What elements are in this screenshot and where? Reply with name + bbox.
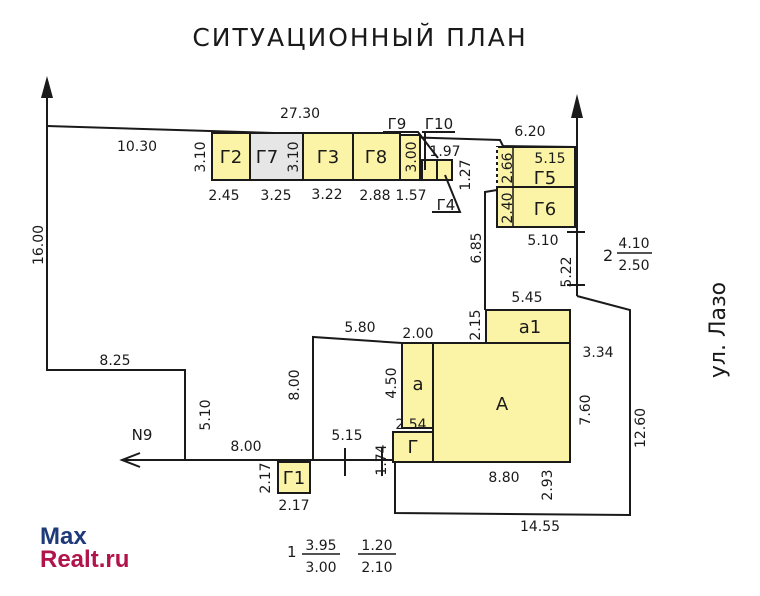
- dim: 27.30: [280, 106, 320, 122]
- dim: 2.88: [359, 188, 390, 204]
- dim: 1.74: [374, 444, 390, 475]
- arrow-up-right-icon: [571, 94, 583, 118]
- label-g8: Г8: [365, 147, 387, 168]
- dim: 2.54: [395, 417, 426, 433]
- dim: 5.10: [198, 399, 214, 430]
- north-label: N9: [132, 426, 153, 444]
- plan-title: СИТУАЦИОННЫЙ ПЛАН: [192, 23, 527, 52]
- building-g1: [277, 461, 311, 494]
- label: 4.10: [618, 236, 649, 252]
- label: 2.10: [361, 560, 392, 576]
- label-g9: Г9: [388, 115, 407, 133]
- label-g5: Г5: [534, 168, 556, 189]
- dim: 2.00: [402, 326, 433, 342]
- plan-line: Г2 Г7 Г3 Г8 Г4 Г9 Г10 Г5 Г6 а1 А а Г Г1: [220, 115, 556, 489]
- leader-g9: [383, 131, 439, 159]
- dim: 10.30: [117, 139, 157, 155]
- label-g3: Г3: [317, 147, 339, 168]
- dim: 2.17: [258, 462, 274, 493]
- dim: 3.10: [286, 141, 302, 172]
- label-g7: Г7: [256, 147, 278, 168]
- label: 1: [287, 543, 297, 561]
- arrow-left-icon: [119, 452, 141, 468]
- fraction-2: 2 4.10 2.50: [603, 236, 652, 274]
- dim: 2.45: [208, 188, 239, 204]
- plan-line: [484, 189, 498, 310]
- dim: 8.00: [230, 439, 261, 455]
- dim: 8.25: [99, 353, 130, 369]
- dim: 1.27: [458, 159, 474, 190]
- label-g: Г: [408, 437, 419, 458]
- label-a1: а1: [519, 317, 541, 338]
- label-g6: Г6: [534, 199, 556, 220]
- dim: 4.50: [384, 367, 400, 398]
- dim: 8.00: [287, 369, 303, 400]
- dim: 1.57: [395, 188, 426, 204]
- dim: 2.66: [500, 152, 516, 183]
- dim: 5.45: [511, 290, 542, 306]
- building-a1: [485, 309, 571, 344]
- building-g6: [496, 186, 576, 228]
- dim: 2.40: [500, 192, 516, 223]
- label: Max: [40, 523, 87, 550]
- label: 3.95: [305, 538, 336, 554]
- building-a: [401, 342, 434, 429]
- dim: 2.93: [540, 469, 556, 500]
- dim: 5.10: [527, 233, 558, 249]
- dim: 5.15: [331, 428, 362, 444]
- plan-line: [312, 335, 403, 460]
- dim: 6.85: [469, 232, 485, 263]
- dim: 5.22: [559, 256, 575, 287]
- label: 1.20: [361, 538, 392, 554]
- label: Realt.ru: [40, 546, 129, 573]
- dim: 5.80: [344, 320, 375, 336]
- north-arrow-up-icon: [41, 76, 53, 98]
- dim: 5.15: [534, 151, 565, 167]
- building-3m-strip: [399, 134, 421, 181]
- label-A: А: [496, 394, 509, 415]
- dim: 16.00: [31, 225, 47, 265]
- label-g2: Г2: [220, 147, 242, 168]
- plan-line: [394, 295, 631, 517]
- fraction-1: 1 3.95 3.00 1.20 2.10: [287, 538, 396, 576]
- label: 2.50: [618, 258, 649, 274]
- dim: 7.60: [578, 394, 594, 425]
- label: 2: [603, 246, 613, 265]
- leader-g4: [432, 174, 462, 213]
- dim: 14.55: [520, 519, 560, 535]
- label-g4: Г4: [437, 196, 456, 214]
- dim: 2.15: [468, 309, 484, 340]
- dim: 8.80: [488, 470, 519, 486]
- plan-line: 27.30 10.30 3.10 3.10 3.00 1.97 1.27 2.4…: [31, 106, 649, 535]
- label: 3.00: [305, 560, 336, 576]
- street-name: ул. Лазо: [706, 282, 731, 378]
- label-a: а: [412, 374, 423, 395]
- plan-line: [46, 82, 186, 460]
- dim: 3.00: [404, 141, 420, 172]
- dim: 3.25: [260, 188, 291, 204]
- dim: 1.97: [429, 144, 460, 160]
- dim: 3.34: [582, 345, 613, 361]
- label-g10: Г10: [425, 115, 453, 133]
- label-g1: Г1: [283, 468, 305, 489]
- dim: 2.17: [278, 498, 309, 514]
- dim: 3.10: [193, 141, 209, 172]
- dim: 3.22: [311, 187, 342, 203]
- dim: 6.20: [514, 124, 545, 140]
- building-g: [392, 431, 434, 463]
- watermark-logo: Max Realt.ru: [40, 523, 129, 573]
- dim: 12.60: [633, 408, 649, 448]
